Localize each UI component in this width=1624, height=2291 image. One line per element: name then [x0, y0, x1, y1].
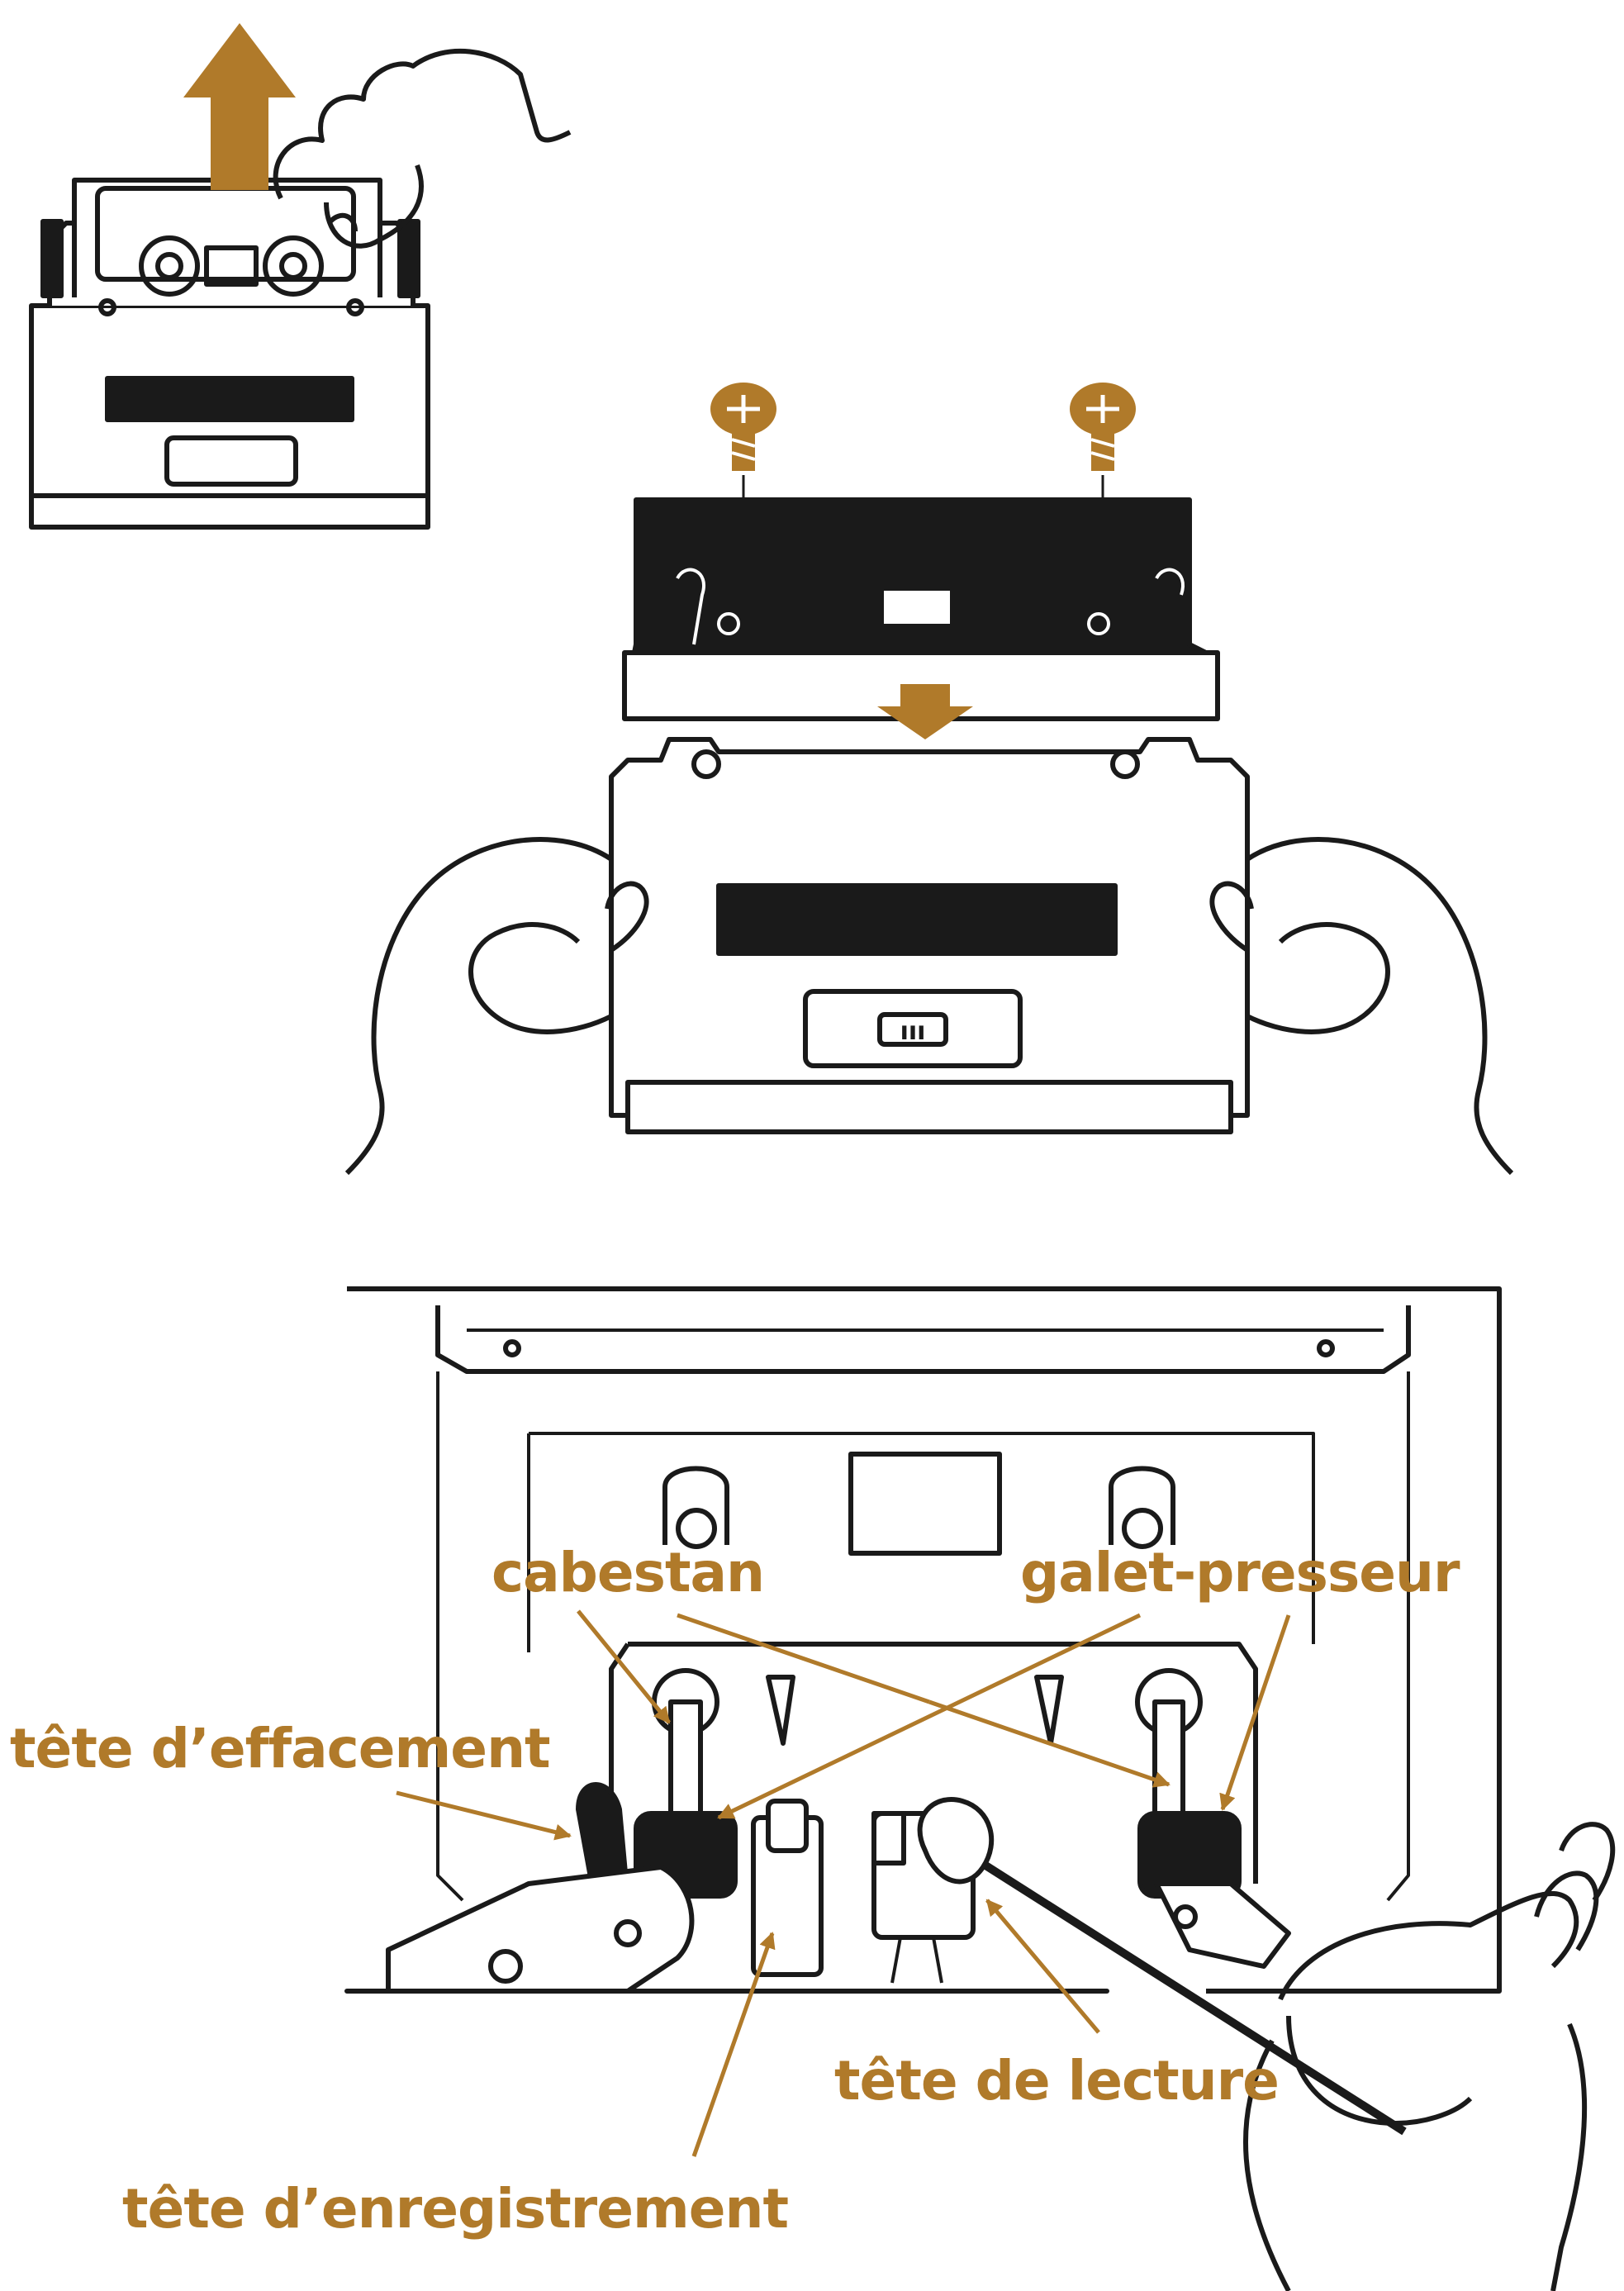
label-cabestan: cabestan — [491, 1541, 764, 1604]
label-tete-effacement: tête d’effacement — [10, 1717, 550, 1780]
cassette-deck-icon: ııı — [611, 739, 1247, 1132]
figure-head-cleaning — [347, 1289, 1612, 2291]
label-galet-presseur: galet-presseur — [1020, 1541, 1460, 1604]
deck-mechanism-icon — [347, 1289, 1499, 1991]
figure-cassette-removal — [31, 23, 570, 527]
figure-cover-removal: ııı — [347, 383, 1512, 1173]
cassette-icon — [74, 180, 380, 297]
deck-badge: ııı — [900, 1017, 926, 1046]
hand-icon — [1246, 1824, 1612, 2291]
label-tete-lecture: tête de lecture — [834, 2049, 1279, 2113]
label-tete-enregistrement: tête d’enregistrement — [122, 2177, 788, 2241]
